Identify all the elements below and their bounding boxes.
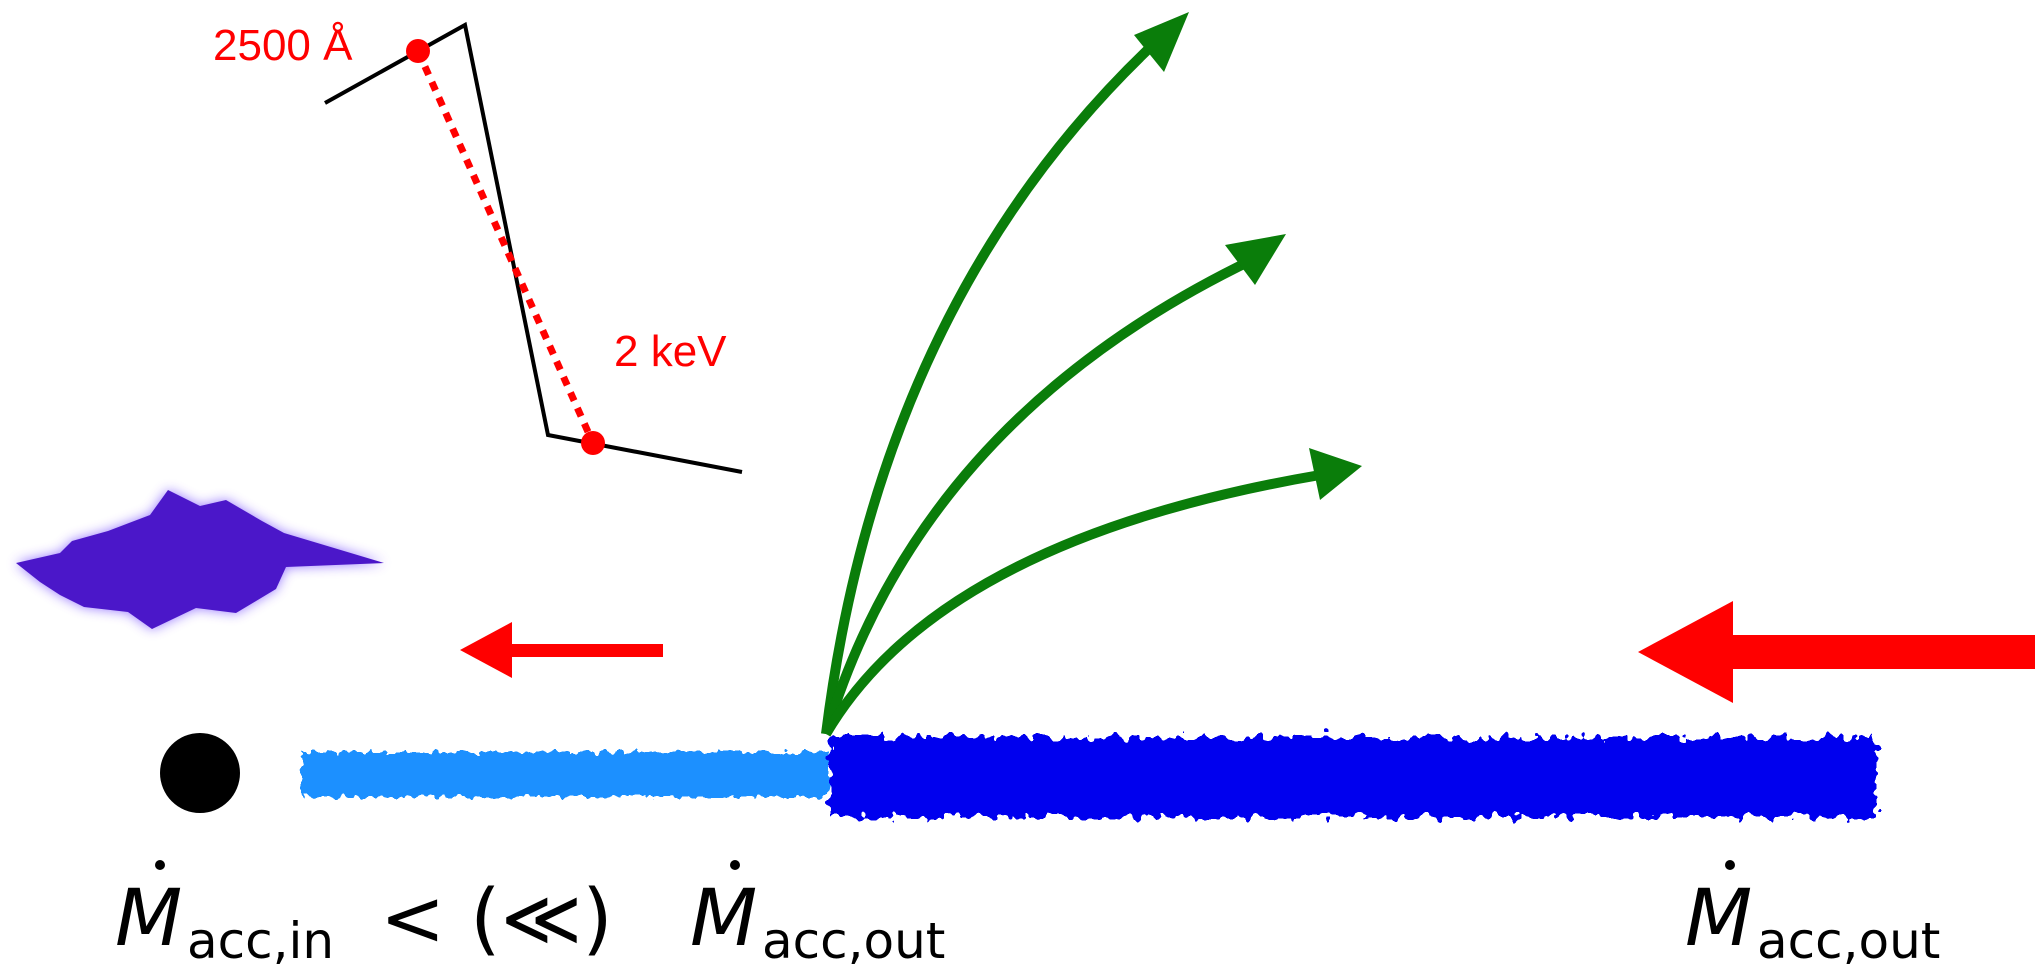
left-formula: M acc,in < (≪) M acc,out xyxy=(115,860,945,970)
mdot-dot-out-left xyxy=(730,860,740,870)
mdot-symbol-in: M xyxy=(115,874,182,964)
outer-disk xyxy=(830,737,1876,817)
mdot-dot-out-right xyxy=(1725,860,1735,870)
wind-arrows xyxy=(821,12,1362,737)
inequality-relation: < (≪) xyxy=(380,874,613,964)
uv-point-marker xyxy=(406,39,430,63)
inflow-arrow-large xyxy=(1638,601,2035,703)
xray-point-marker xyxy=(581,431,605,455)
mdot-subscript-out-right: acc,out xyxy=(1757,912,1940,970)
black-hole-icon xyxy=(160,733,240,813)
mdot-subscript-out-left: acc,out xyxy=(762,912,945,970)
mdot-subscript-in: acc,in xyxy=(187,912,334,970)
corona-burst-icon xyxy=(16,490,384,629)
mdot-symbol-out-left: M xyxy=(690,874,757,964)
mdot-dot-in xyxy=(155,860,165,870)
inflow-arrow-small xyxy=(460,622,663,678)
alpha-ox-line xyxy=(414,49,597,445)
sed-curve xyxy=(324,21,743,474)
xray-point-label: 2 keV xyxy=(614,327,727,376)
right-formula: M acc,out xyxy=(1685,860,1940,970)
mdot-symbol-out-right: M xyxy=(1685,874,1752,964)
uv-point-label: 2500 Å xyxy=(213,21,353,70)
inner-disk xyxy=(302,752,830,797)
